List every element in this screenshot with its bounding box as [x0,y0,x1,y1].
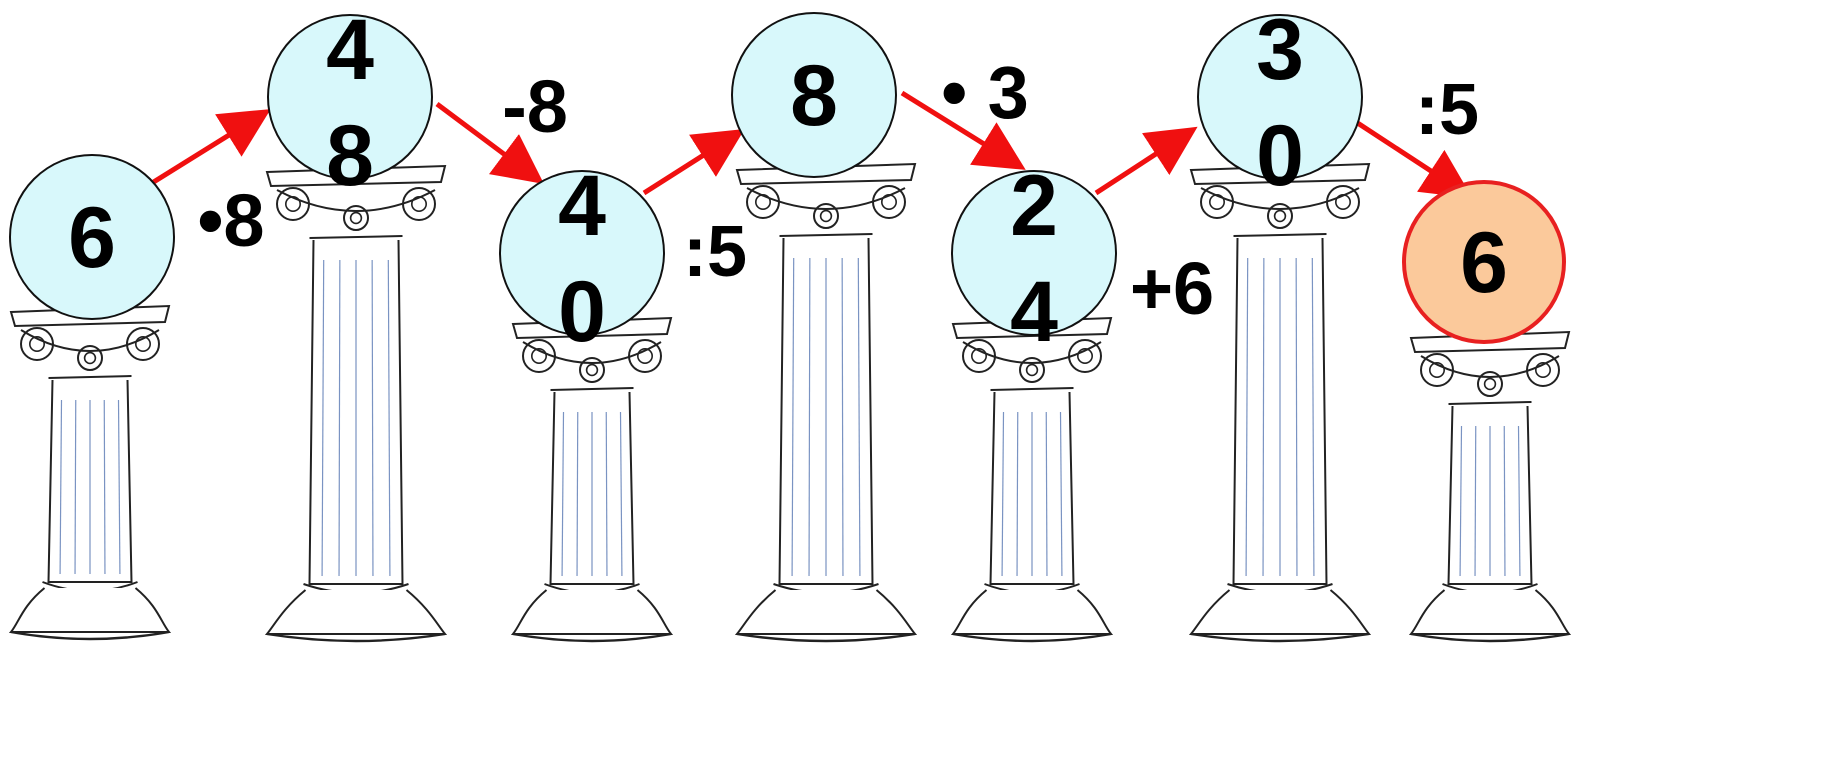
circle-number: 8 [790,48,838,144]
operation-label: :5 [683,212,747,292]
circle-digit: 8 [326,108,374,204]
number-circle: 6 [10,155,174,319]
operation-label: • 3 [941,51,1029,134]
result-circle: 6 [1404,182,1564,342]
ionic-column-icon [737,164,915,641]
red-arrow-icon [1096,135,1185,193]
ionic-column-icon [267,166,445,641]
ionic-column-icon [1191,164,1369,641]
red-arrow-icon [152,117,258,183]
circle-digit: 2 [1010,158,1058,254]
circle-digit: 3 [1256,2,1304,98]
ionic-column-icon [953,318,1111,641]
circle-digit: 0 [1256,108,1304,204]
circle-digit: 4 [1010,264,1058,360]
ionic-column-icon [513,318,671,641]
circle-digit: 4 [326,2,374,98]
red-arrow-icon [644,137,732,193]
circle-number: 6 [1460,215,1508,311]
ionic-column-icon [11,306,169,639]
operation-label: -8 [502,65,568,148]
ionic-column-icon [1411,332,1569,641]
circle-digit: 4 [558,158,606,254]
operation-label: :5 [1415,70,1479,150]
circle-number: 6 [68,190,116,286]
circle-digit: 0 [558,264,606,360]
operation-label: +6 [1130,247,1214,330]
number-circle: 8 [732,13,896,177]
operation-label: •8 [197,179,264,262]
